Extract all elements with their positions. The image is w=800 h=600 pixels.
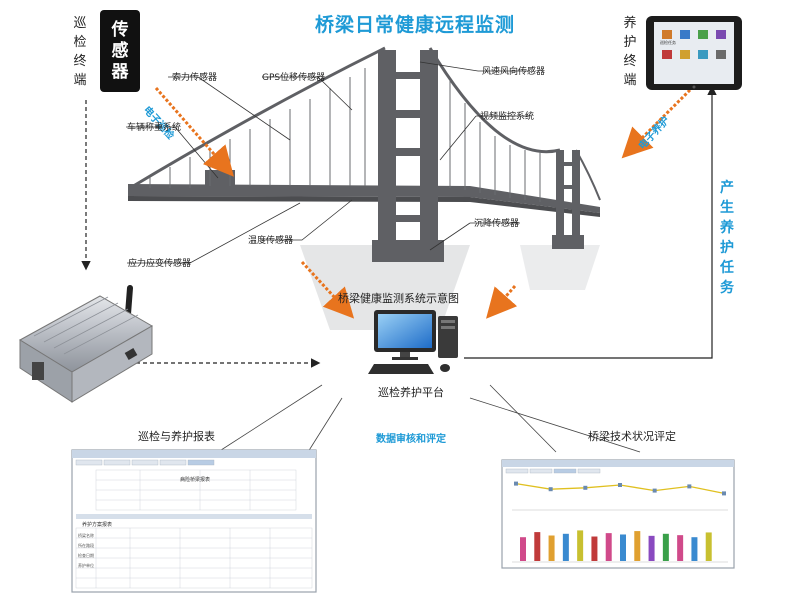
callout-lines xyxy=(217,384,641,453)
assessment-line-point xyxy=(583,485,588,490)
assessment-line-point xyxy=(548,487,553,492)
sensor-label-gps: GPS位移传感器 xyxy=(262,73,326,83)
assessment-bar xyxy=(634,531,641,561)
report-header-title: 病险桥梁报表 xyxy=(180,477,211,483)
report-row-label: 桥梁名称 xyxy=(78,533,94,538)
bridge-to-platform-arrow-right xyxy=(486,285,518,319)
inspection-terminal-label: 巡检终端 xyxy=(73,16,87,88)
sensor-box-label: 传感器 xyxy=(111,19,129,82)
sensor-leader-lines xyxy=(126,61,530,264)
assessment-bar xyxy=(562,533,569,561)
platform-label: 巡检养护平台 xyxy=(378,386,444,399)
sensor-label-weigh: 车辆称重系统 xyxy=(127,123,182,133)
electronic-inspection-arrow xyxy=(154,87,234,177)
maintenance-tablet xyxy=(646,16,742,90)
assessment-line-point xyxy=(687,484,692,489)
platform-to-tablet-arrow xyxy=(464,85,717,359)
assessment-line-point xyxy=(722,491,726,496)
sensor-label-video: 视频监控系统 xyxy=(480,112,535,122)
assessment-line-point xyxy=(514,481,518,486)
generate-task-label: 产生养护任务 xyxy=(720,180,734,296)
report-row-label: 养护单位 xyxy=(78,563,94,568)
tablet-icon-label: 巡检任务 xyxy=(660,40,676,45)
assessment-bar xyxy=(605,533,612,561)
report-section-title: 养护方案报表 xyxy=(82,522,113,528)
assessment-bar xyxy=(662,533,669,561)
sensor-label-settle: 沉降传感器 xyxy=(474,219,520,229)
assessment-bar xyxy=(648,535,655,561)
report-row-labels: 桥梁名称 所在路段 检查日期 养护单位 xyxy=(78,531,96,571)
report-screenshot xyxy=(71,449,317,593)
report-row-label: 检查日期 xyxy=(78,553,94,558)
assessment-screenshot xyxy=(501,459,735,569)
assessment-line-point xyxy=(652,488,657,493)
assessment-bar xyxy=(577,530,584,561)
sensor-box: 传感器 xyxy=(100,10,140,92)
assessment-bar xyxy=(677,535,684,561)
maintenance-terminal-label: 养护终端 xyxy=(623,16,637,88)
data-transmission-device xyxy=(19,285,154,403)
assessment-bar xyxy=(548,535,555,561)
assessment-bar xyxy=(591,536,598,561)
assessment-line-point xyxy=(618,483,622,487)
assessment-bar xyxy=(620,534,626,561)
page-title: 桥梁日常健康远程监测 xyxy=(314,14,515,36)
monitoring-computer xyxy=(368,310,458,374)
bridge-to-platform-arrow-left xyxy=(300,260,355,319)
assessment-bar xyxy=(691,537,698,561)
sensor-label-temp: 温度传感器 xyxy=(248,236,294,246)
suspension-bridge xyxy=(128,46,601,330)
schematic-label: 桥梁健康监测系统示意图 xyxy=(338,292,459,305)
report-row-label: 所在路段 xyxy=(78,543,94,548)
report-label: 巡检与养护报表 xyxy=(138,430,215,443)
assessment-bar xyxy=(534,532,541,561)
assessment-label: 桥梁技术状况评定 xyxy=(588,430,676,443)
sensor-label-strain: 应力应变传感器 xyxy=(128,259,192,269)
sensor-label-wind: 风速风向传感器 xyxy=(482,67,546,77)
assessment-bar xyxy=(705,532,712,561)
data-review-label: 数据审核和评定 xyxy=(376,434,446,445)
assessment-bar xyxy=(520,537,526,561)
sensor-label-cable: 索力传感器 xyxy=(172,73,218,83)
